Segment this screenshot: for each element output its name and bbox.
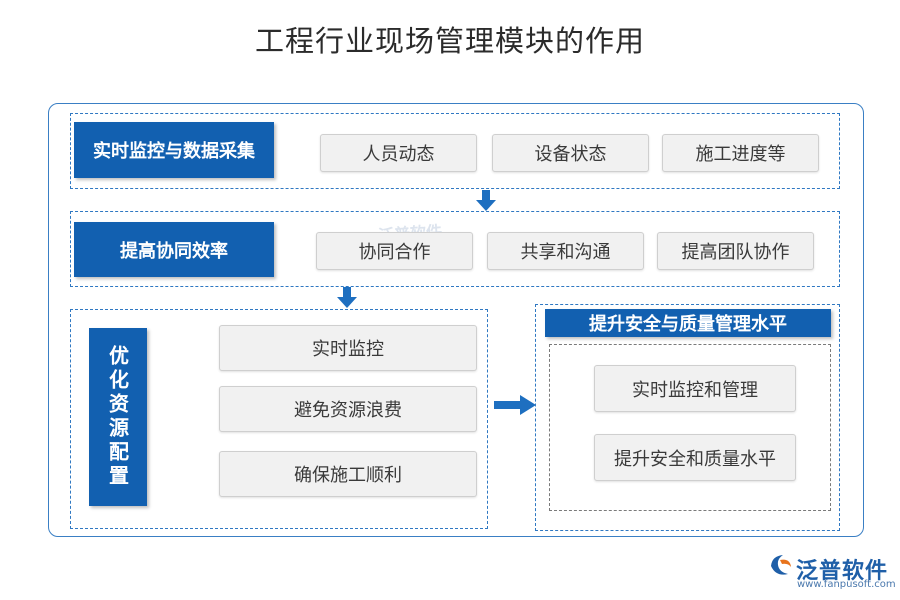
chip-equipment-status: 设备状态 [492, 134, 649, 172]
chip-avoid-waste: 避免资源浪费 [219, 386, 477, 432]
chip-construction-progress: 施工进度等 [662, 134, 819, 172]
right-arrow-icon [494, 395, 536, 415]
section-safety-quality [535, 304, 840, 531]
chip-sharing-communication: 共享和沟通 [487, 232, 644, 270]
section-realtime-monitoring-label: 实时监控与数据采集 [74, 122, 274, 178]
chip-realtime-monitor: 实时监控 [219, 325, 477, 371]
chip-team-collaboration: 提高团队协作 [657, 232, 814, 270]
brand-name: 泛普软件 [796, 559, 889, 584]
chip-monitor-management: 实时监控和管理 [594, 365, 796, 412]
chip-personnel-dynamics: 人员动态 [320, 134, 477, 172]
chip-cooperation: 协同合作 [316, 232, 473, 270]
chip-smooth-construction: 确保施工顺利 [219, 451, 477, 497]
section-collaboration-label: 提高协同效率 [74, 222, 274, 277]
section-resource-allocation-label: 优化资源配置 [89, 328, 147, 506]
section-realtime-monitoring [70, 113, 840, 189]
section-safety-quality-inner [549, 344, 831, 511]
down-arrow-icon [337, 287, 357, 308]
down-arrow-icon [476, 190, 496, 211]
brand-url: www.fanpusoft.com [797, 579, 896, 590]
outer-frame [48, 103, 864, 537]
brand-logo-icon [771, 555, 791, 575]
section-safety-quality-label: 提升安全与质量管理水平 [545, 309, 831, 337]
chip-safety-quality-level: 提升安全和质量水平 [594, 434, 796, 481]
page-title: 工程行业现场管理模块的作用 [254, 24, 645, 58]
section-resource-allocation [70, 309, 488, 529]
section-collaboration [70, 211, 840, 287]
